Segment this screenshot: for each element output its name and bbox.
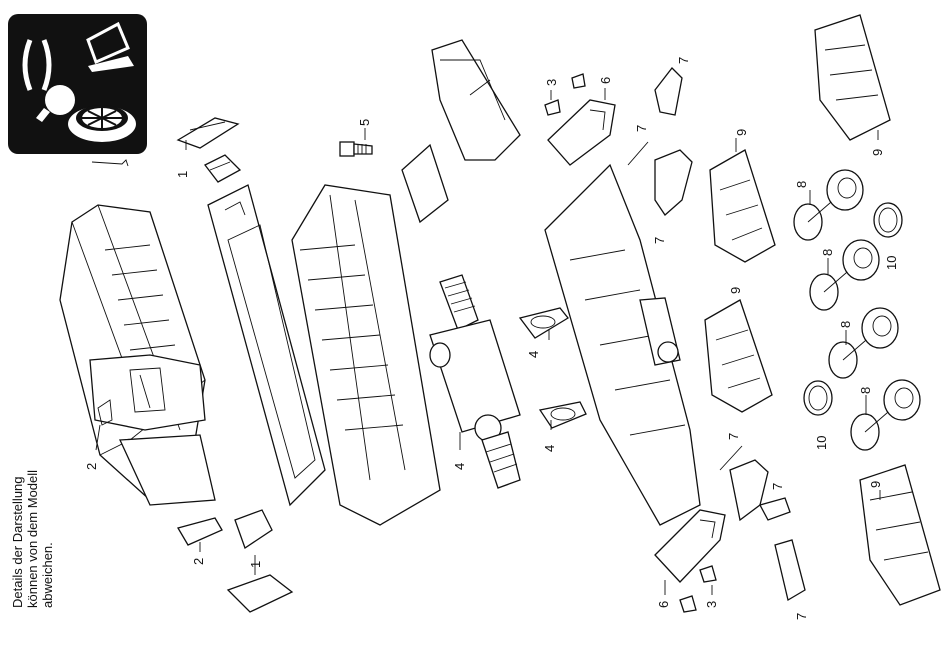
part-4-clip-lower: [540, 402, 586, 428]
label-4-motor: 4: [452, 463, 467, 470]
weight-block: [402, 145, 448, 222]
note-line-1: Details der Darstellung: [10, 398, 25, 608]
label-9-a: 9: [734, 129, 749, 136]
locomotive-body-shell: [60, 205, 215, 505]
label-2-lower: 2: [191, 558, 206, 565]
label-2-upper: 2: [84, 463, 99, 470]
label-6-lower: 6: [656, 601, 671, 608]
part-8-wheelset-3: [829, 308, 898, 378]
label-7-e: 7: [770, 483, 785, 490]
part-2-lower: [178, 518, 222, 545]
small-wire-part: [92, 160, 128, 166]
part-7-contact-upper: [655, 68, 682, 115]
part-10-tyre-upper: [874, 203, 902, 237]
part-7-contact-lower: [760, 498, 805, 600]
icon-box: [8, 14, 147, 154]
label-8-c: 8: [838, 321, 853, 328]
part-4-clip-upper: [520, 308, 568, 338]
label-6-upper: 6: [598, 77, 613, 84]
label-1-lower: 1: [248, 561, 263, 568]
label-9-d: 9: [868, 481, 883, 488]
label-7-b: 7: [634, 125, 649, 132]
part-4-motor: [430, 275, 520, 488]
part-9-bogie-lower: [705, 300, 772, 412]
chassis-frame: [545, 165, 700, 525]
disclaimer-note: Details der Darstellung können von dem M…: [10, 398, 30, 608]
label-4-clip-lower: 4: [542, 445, 557, 452]
label-3-lower: 3: [704, 601, 719, 608]
label-7-d: 7: [726, 433, 741, 440]
note-line-2: können von dem Modell: [25, 398, 40, 608]
label-7-a: 7: [676, 57, 691, 64]
part-7-spring-lower: [730, 460, 768, 520]
label-9-b: 9: [728, 287, 743, 294]
part-7-spring-upper: [655, 150, 692, 215]
label-10-lower: 10: [814, 436, 829, 450]
label-5: 5: [357, 119, 372, 126]
label-1-upper: 1: [175, 171, 190, 178]
label-3-upper: 3: [544, 79, 559, 86]
label-8-d: 8: [858, 387, 873, 394]
part-10-tyre-lower: [804, 381, 832, 415]
label-7-c: 7: [652, 237, 667, 244]
part-9-bogie-frame-top: [815, 15, 890, 140]
note-line-3: abweichen.: [40, 398, 55, 608]
part-1-lower-clip: [235, 510, 272, 548]
part-8-wheelset-1: [794, 170, 863, 240]
label-7-f: 7: [794, 613, 809, 620]
part-9-bogie-upper: [710, 150, 775, 262]
part-1-lower-plate: [228, 575, 292, 612]
label-10-upper: 10: [884, 256, 899, 270]
label-4-clip-upper: 4: [526, 351, 541, 358]
label-8-a: 8: [794, 181, 809, 188]
label-8-b: 8: [820, 249, 835, 256]
label-9-c: 9: [870, 149, 885, 156]
part-5-screw: [340, 142, 372, 156]
top-bracket: [432, 40, 520, 160]
